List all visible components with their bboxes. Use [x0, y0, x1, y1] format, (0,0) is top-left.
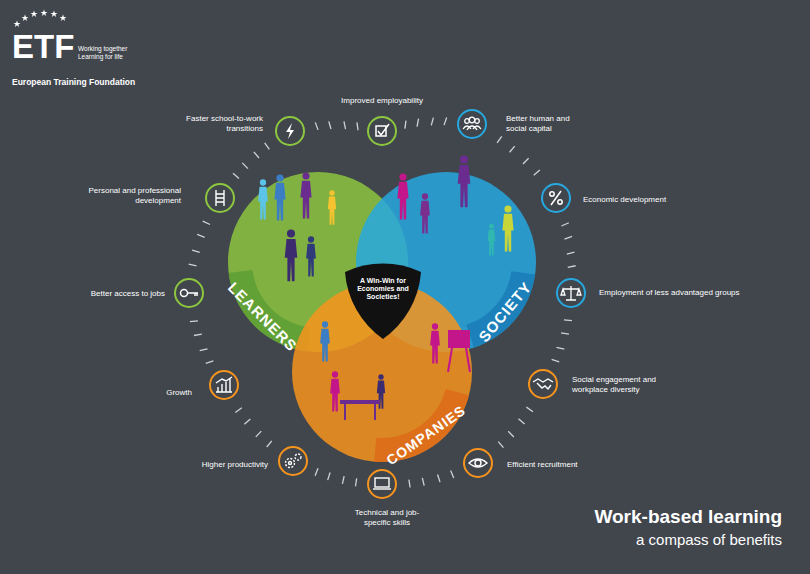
label-holder: Working together: [78, 45, 148, 53]
compass-tick: [265, 143, 270, 149]
compass-tick: [523, 158, 529, 164]
compass-tick: [498, 442, 503, 448]
compass-tick: [189, 264, 197, 266]
benefit-label: Improved employability: [317, 96, 447, 106]
compass-tick: [497, 136, 502, 143]
circle-band: [374, 389, 469, 462]
label-holder: Technical and job-specific skills: [344, 508, 430, 527]
label-holder: Better human and social capital: [506, 114, 582, 133]
compass-tick: [417, 119, 419, 127]
compass-tick: [342, 476, 344, 484]
circle-band: [229, 270, 310, 351]
benefit-label: Employment of less advantaged groups: [599, 288, 779, 298]
compass-ticks: [189, 118, 576, 488]
compass-tick: [422, 478, 424, 486]
compass-tick: [206, 361, 214, 364]
compass-tick: [329, 121, 331, 129]
benefit-label: Personal and professional development: [75, 186, 181, 205]
logo-acronym: ETF: [12, 30, 84, 63]
compass-tick: [190, 320, 198, 322]
label-holder: Improved employability: [317, 96, 447, 106]
compass-tick: [431, 118, 433, 126]
benefit-label: Better human and social capital: [506, 114, 582, 133]
poster-caption: a compass of benefits: [636, 531, 782, 548]
center-statement: A Win-Win for Economies and Societies!: [357, 277, 409, 302]
compass-tick: [256, 431, 262, 437]
label-holder: Employment of less advantaged groups: [599, 288, 779, 298]
triangle-shape: [343, 262, 423, 342]
triangle-fill: [345, 264, 421, 339]
compass-tick: [561, 223, 568, 226]
compass-tick: [526, 407, 533, 412]
label-holder: Faster school-to-work transitions: [153, 114, 263, 133]
logo-stars: [14, 9, 67, 26]
label-holder: Economic development: [583, 195, 703, 205]
compass-tick: [254, 152, 259, 158]
compass-tick: [315, 122, 318, 130]
compass-tick: [556, 347, 564, 349]
compass-tick: [233, 173, 239, 178]
compass-tick: [356, 478, 357, 486]
compass-tick: [328, 472, 330, 480]
compass-tick: [200, 349, 208, 351]
benefit-label: Better access to jobs: [55, 289, 165, 299]
benefit-label: Growth: [132, 388, 192, 398]
compass-tick: [444, 118, 447, 126]
compass-tick: [451, 471, 454, 478]
compass-tick: [267, 441, 272, 447]
circle-band: [466, 271, 535, 347]
compass-tick: [405, 121, 406, 129]
benefit-icons: [175, 110, 585, 498]
label-holder: Better access to jobs: [55, 289, 165, 299]
logo-tagline: Learning for life: [78, 53, 148, 61]
compass-tick: [568, 266, 576, 268]
benefit-label: Higher productivity: [168, 460, 268, 470]
poster-title: Work-based learning: [594, 506, 782, 528]
label-holder: Efficient recruitment: [507, 460, 617, 470]
compass-tick: [203, 221, 210, 224]
compass-tick: [564, 236, 572, 239]
compass-tick: [315, 468, 318, 475]
compass-tick: [567, 252, 575, 254]
compass-tick: [552, 359, 560, 361]
compass-tick: [409, 480, 410, 488]
label-holder: Social engagement and workplace diversit…: [572, 375, 672, 394]
compass-tick: [534, 170, 540, 175]
compass-tick: [344, 121, 346, 129]
benefit-label: Technical and job-specific skills: [344, 508, 430, 527]
label-holder: European Training Foundation: [12, 77, 182, 87]
compass-tick: [235, 408, 241, 413]
compass-tick: [561, 333, 569, 334]
compass-tick: [192, 250, 200, 252]
benefit-label: Economic development: [583, 195, 703, 205]
benefit-label: Faster school-to-work transitions: [153, 114, 263, 133]
label-holder: ETF: [12, 30, 84, 63]
compass-tick: [510, 146, 515, 152]
win-win-triangle: A Win-Win for Economies and Societies!: [343, 262, 423, 342]
label-holder: Growth: [132, 388, 192, 398]
label-holder: Learning for life: [78, 53, 148, 61]
label-holder: Higher productivity: [168, 460, 268, 470]
compass-tick: [438, 475, 440, 483]
compass-tick: [242, 163, 248, 169]
compass-tick: [357, 122, 358, 130]
heading-holder: a compass of benefits: [636, 531, 782, 548]
compass-tick: [194, 334, 202, 335]
logo-tagline: Working together: [78, 45, 148, 53]
heading-holder: Work-based learning: [594, 506, 782, 528]
organisation-name: European Training Foundation: [12, 77, 182, 87]
compass-tick: [518, 419, 524, 424]
benefit-label: Efficient recruitment: [507, 460, 617, 470]
benefit-label: Social engagement and workplace diversit…: [572, 375, 672, 394]
compass-tick: [564, 319, 572, 321]
compass-tick: [508, 431, 514, 437]
compass-tick: [197, 234, 204, 237]
label-holder: Personal and professional development: [75, 186, 181, 205]
compass-tick: [244, 419, 250, 424]
